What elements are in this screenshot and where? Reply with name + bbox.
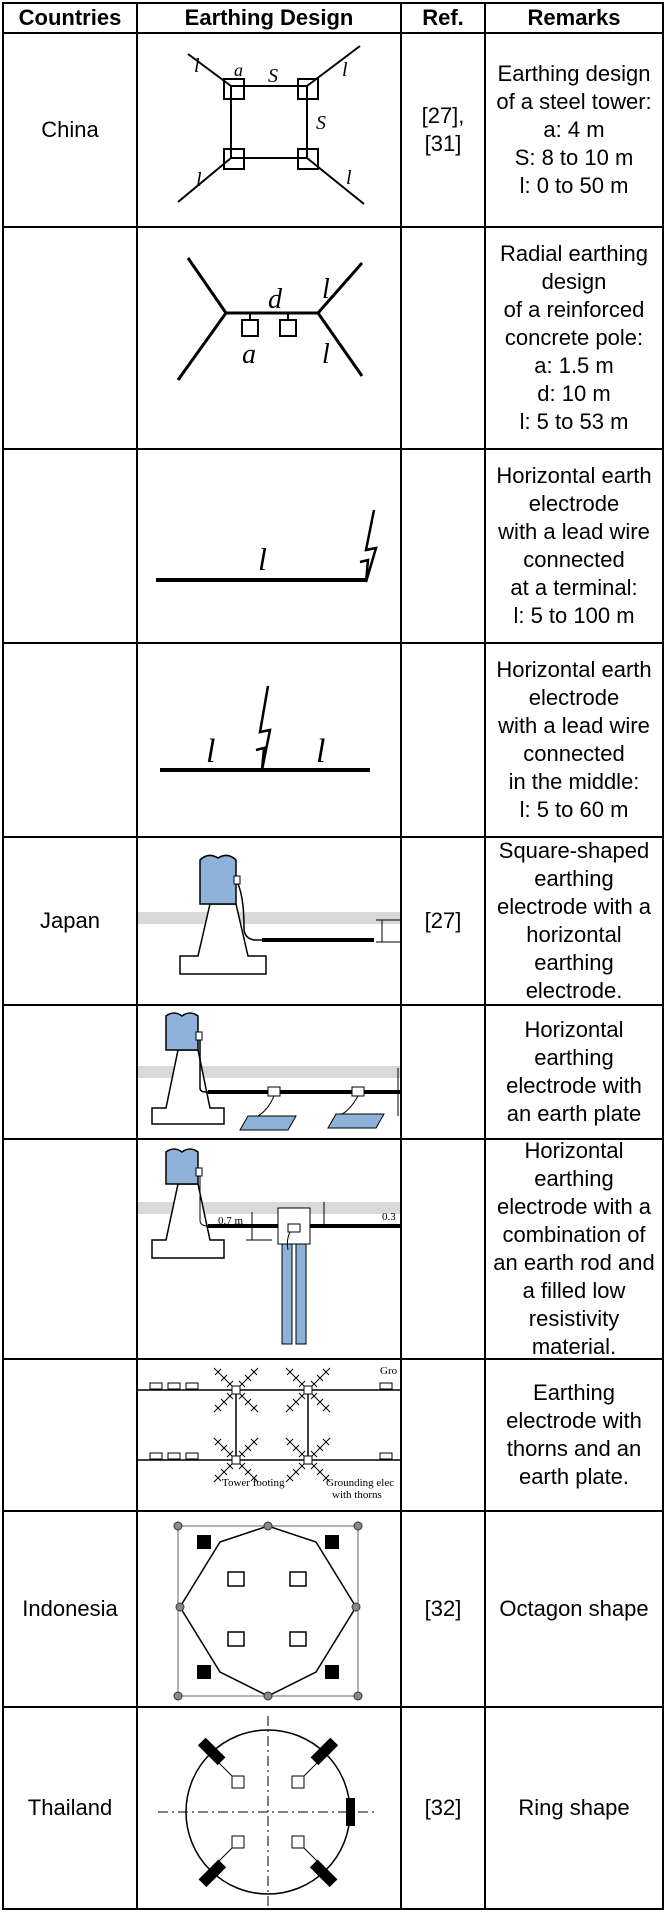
header-earthing-design: Earthing Design bbox=[184, 5, 354, 30]
label-l: l bbox=[206, 733, 215, 770]
depth-label-1: 0.7 m bbox=[218, 1215, 244, 1227]
earth-plate bbox=[167, 1452, 181, 1460]
label-l: l bbox=[316, 733, 325, 770]
middle-horizontal-electrode-diagram: l l bbox=[160, 685, 370, 772]
remark-cell: Horizontal earthing electrode with an ea… bbox=[506, 1017, 642, 1126]
label-l: l bbox=[322, 339, 330, 370]
earth-plate bbox=[185, 1382, 199, 1390]
label-d: d bbox=[268, 284, 283, 315]
label-l: l bbox=[196, 169, 202, 191]
radial-pole-earthing-diagram: d l a l bbox=[176, 257, 364, 381]
depth-label-2: 0.3 bbox=[382, 1211, 396, 1223]
earth-plate bbox=[167, 1382, 181, 1390]
remark-cell: Horizontal earthing electrode with a com… bbox=[493, 1138, 655, 1359]
earth-plate bbox=[379, 1382, 393, 1390]
header-remarks: Remarks bbox=[527, 5, 621, 30]
japan-thorns-diagram: Tower footing Grounding elec with thorns… bbox=[138, 1365, 400, 1501]
remark-cell: Earthing design of a steel tower: a: 4 m… bbox=[496, 61, 652, 198]
label-a: a bbox=[242, 339, 256, 370]
ref-cell: [32] bbox=[424, 1596, 462, 1621]
remark-cell: Horizontal earth electrode with a lead w… bbox=[496, 657, 652, 822]
label-s-side: S bbox=[316, 112, 326, 134]
country-cell: China bbox=[41, 117, 99, 142]
ref-cell: [32] bbox=[424, 1795, 462, 1820]
remark-cell: Radial earthing design of a reinforced c… bbox=[500, 241, 648, 434]
label-a: a bbox=[234, 60, 243, 80]
label-l: l bbox=[342, 59, 348, 81]
label-s-top: S bbox=[268, 65, 278, 87]
country-cell: Thailand bbox=[27, 1795, 113, 1820]
earth-plate bbox=[149, 1452, 163, 1460]
octagon-earthing-diagram bbox=[173, 1521, 363, 1701]
label-l: l bbox=[258, 541, 267, 577]
grounding-label: with thorns bbox=[332, 1489, 382, 1501]
gro-label: Gro bbox=[380, 1365, 398, 1377]
remark-cell: Square-shaped earthing electrode with a … bbox=[496, 838, 652, 1003]
country-cell: Japan bbox=[40, 908, 100, 933]
remark-cell: Earthing electrode with thorns and an ea… bbox=[506, 1380, 642, 1489]
remark-cell: Ring shape bbox=[518, 1795, 630, 1820]
label-l: l bbox=[194, 55, 200, 77]
header-ref: Ref. bbox=[422, 5, 464, 30]
japan-earth-rod-diagram: 0.7 m 0.3 bbox=[138, 1148, 400, 1345]
country-cell: Indonesia bbox=[22, 1596, 118, 1621]
earth-plate bbox=[149, 1382, 163, 1390]
tower-footing-label: Tower footing bbox=[222, 1477, 285, 1489]
ref-cell: [27] bbox=[424, 908, 462, 933]
terminal-horizontal-electrode-diagram: l bbox=[156, 509, 378, 583]
ref-cell: [27], [31] bbox=[421, 103, 465, 156]
remark-cell: Octagon shape bbox=[499, 1596, 649, 1621]
steel-tower-earthing-diagram: l a S S l l l bbox=[177, 45, 365, 205]
japan-earth-plate-diagram bbox=[138, 1012, 400, 1131]
japan-square-electrode-diagram bbox=[138, 854, 400, 975]
earth-plate bbox=[379, 1452, 393, 1460]
header-countries: Countries bbox=[18, 5, 122, 30]
label-l: l bbox=[322, 274, 330, 305]
ring-earthing-diagram bbox=[158, 1716, 378, 1906]
label-l: l bbox=[346, 167, 352, 189]
remark-cell: Horizontal earth electrode with a lead w… bbox=[496, 463, 652, 628]
earth-plate bbox=[185, 1452, 199, 1460]
grounding-label: Grounding elec bbox=[326, 1477, 394, 1489]
table-header: Countries Earthing Design Ref. Remarks bbox=[4, 4, 662, 32]
